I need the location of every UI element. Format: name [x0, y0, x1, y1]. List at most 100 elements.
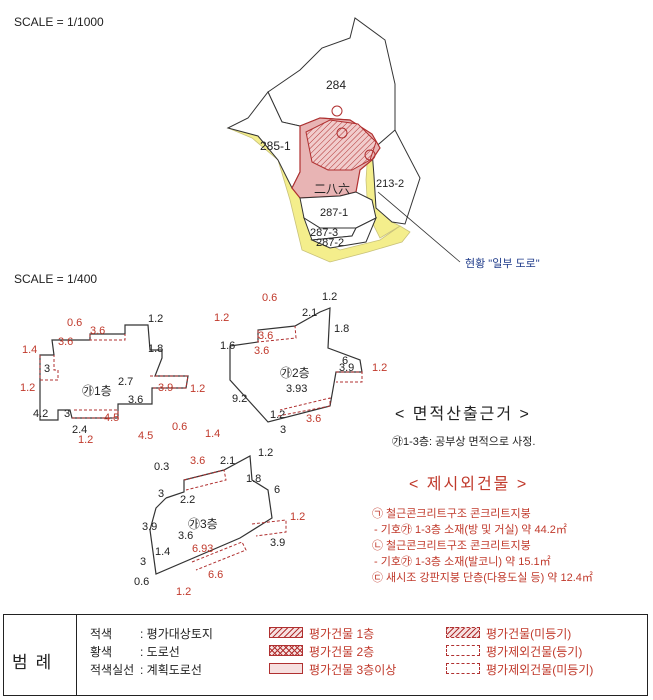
scale-bottom-label: SCALE = 1/400 — [14, 272, 98, 286]
dim: 3.9 — [142, 521, 158, 533]
floor-plans — [39, 307, 363, 575]
dim: 2.1 — [220, 455, 236, 467]
dim: 6.6 — [208, 569, 224, 581]
floor3-label: ㉮3층 — [188, 517, 218, 531]
floor2-excluded — [257, 325, 297, 343]
dim: 0.6 — [172, 421, 188, 433]
dim: 3.6 — [178, 530, 194, 542]
parcel-label-213-2: 213-2 — [376, 178, 405, 190]
floor1-excluded — [39, 355, 59, 381]
dim: 2.4 — [72, 424, 88, 436]
floor1-label: ㉮1층 — [82, 384, 112, 398]
floor3-excluded-3 — [191, 541, 247, 571]
parcel-label-287-1: 287-1 — [320, 207, 349, 219]
dim: 0.6 — [134, 576, 150, 588]
dim: 3.6 — [58, 336, 74, 348]
dim: 1.2 — [214, 312, 230, 324]
parcel-label-284: 284 — [326, 78, 347, 92]
floor1-excluded-3 — [150, 375, 189, 389]
floor3-excluded — [183, 469, 227, 491]
legend-swatch-unregistered — [446, 627, 480, 638]
dim: 1.2 — [190, 383, 206, 395]
dim: 1.6 — [220, 340, 236, 352]
dim: 1.2 — [20, 382, 36, 394]
legend-key-yellow: 황색 — [90, 645, 113, 659]
dim: 6 — [342, 355, 349, 367]
floor2-outline — [229, 307, 363, 423]
dim: 1.8 — [246, 473, 262, 485]
legend-excluded-registered: 평가제외건물(등기) — [486, 645, 583, 659]
dim: 3.9 — [270, 537, 286, 549]
legend-unregistered: 평가건물(미등기) — [486, 627, 572, 641]
dim: 0.6 — [262, 292, 278, 304]
excluded-item-1-detail: - 기호㉮ 1-3층 소재(방 및 거실) 약 44.2㎡ — [374, 524, 567, 536]
floor2-excluded-3 — [277, 397, 331, 417]
marker-l2 — [364, 149, 376, 161]
excluded-item-2: ㉡ 철근콘크리트구조 콘크리트지붕 — [372, 540, 531, 552]
dim: 3.93 — [286, 383, 308, 395]
dim: 0.6 — [67, 317, 83, 329]
dim: 1.4 — [205, 428, 221, 440]
marker-g1 — [336, 127, 348, 139]
dim: 1.8 — [148, 343, 164, 355]
dim: 3 — [44, 363, 51, 375]
parcel-label-285-1: 285-1 — [260, 139, 291, 153]
dim: 3.6 — [258, 330, 274, 342]
dim: 4.5 — [104, 412, 120, 424]
dim: 3 — [64, 408, 71, 420]
dim: 4.5 — [138, 430, 154, 442]
dim: 1.2 — [78, 434, 94, 446]
parcel-label-287-3: 287-3 — [310, 227, 339, 239]
dim: 3.6 — [128, 394, 144, 406]
dim: 1.2 — [258, 447, 274, 459]
dim: 1.4 — [22, 344, 38, 356]
parcel-label-286: 二八六 — [314, 182, 351, 196]
legend-value-red: : 평가대상토지 — [140, 627, 213, 641]
dim: 1.8 — [334, 323, 350, 335]
legend-value-plan: : 계획도로선 — [140, 663, 202, 677]
dim: 3.9 — [158, 382, 174, 394]
road-note: 현황 "일부 도로" — [465, 258, 540, 270]
floor2-label: ㉮2층 — [280, 366, 310, 380]
dim: 9.2 — [232, 393, 248, 405]
excluded-title: < 제시외건물 > — [409, 476, 529, 493]
legend-floor1: 평가건물 1층 — [309, 627, 375, 641]
dim: 1.2 — [270, 409, 286, 421]
parcel-287-2 — [310, 216, 377, 249]
dim: 3.6 — [306, 413, 322, 425]
legend-key-red: 적색 — [90, 627, 113, 641]
legend-swatch-excluded-registered — [446, 645, 480, 656]
marker-l1 — [331, 105, 343, 117]
legend-excluded-unregistered: 평가제외건물(미등기) — [486, 663, 594, 677]
dim: 3 — [280, 424, 287, 436]
road-note-leader — [377, 191, 461, 263]
parcel-label-287-2: 287-2 — [316, 237, 345, 249]
dim: 3 — [158, 488, 165, 500]
dim: 1.2 — [176, 586, 192, 598]
legend-value-yellow: : 도로선 — [140, 645, 180, 659]
legend-title: 범례 — [12, 653, 60, 672]
legend-swatch-floor3 — [269, 663, 303, 674]
floor3-excluded-2 — [251, 519, 287, 537]
dim: 2.1 — [302, 307, 318, 319]
excluded-item-2-detail: - 기호㉮ 1-3층 소재(발코니) 약 15.1㎡ — [374, 556, 551, 568]
legend-divider — [76, 615, 77, 695]
parcel-213-2 — [371, 129, 421, 225]
area-basis-note: ㉮1-3층: 공부상 면적으로 사정. — [392, 436, 536, 448]
floor1-excluded-2 — [89, 334, 126, 341]
dim: 1.2 — [148, 313, 164, 325]
dim: 1.4 — [155, 546, 171, 558]
dim: 2.2 — [180, 494, 196, 506]
legend-swatch-floor1 — [269, 627, 303, 638]
dim: 3.6 — [254, 345, 270, 357]
dim: 2.7 — [118, 376, 134, 388]
legend-floor3: 평가건물 3층이상 — [309, 663, 397, 677]
dim: 3.9 — [339, 362, 355, 374]
area-basis-title: < 면적산출근거 > — [395, 406, 531, 423]
legend-key-plan: 적색실선 — [90, 663, 135, 677]
legend-swatch-floor2 — [269, 645, 303, 656]
dim: 1.2 — [372, 362, 388, 374]
dim: 0.3 — [154, 461, 170, 473]
dim: 1.2 — [290, 511, 306, 523]
excluded-item-3: ㉢ 새시조 강판지붕 단층(다용도실 등) 약 12.4㎡ — [372, 572, 593, 584]
